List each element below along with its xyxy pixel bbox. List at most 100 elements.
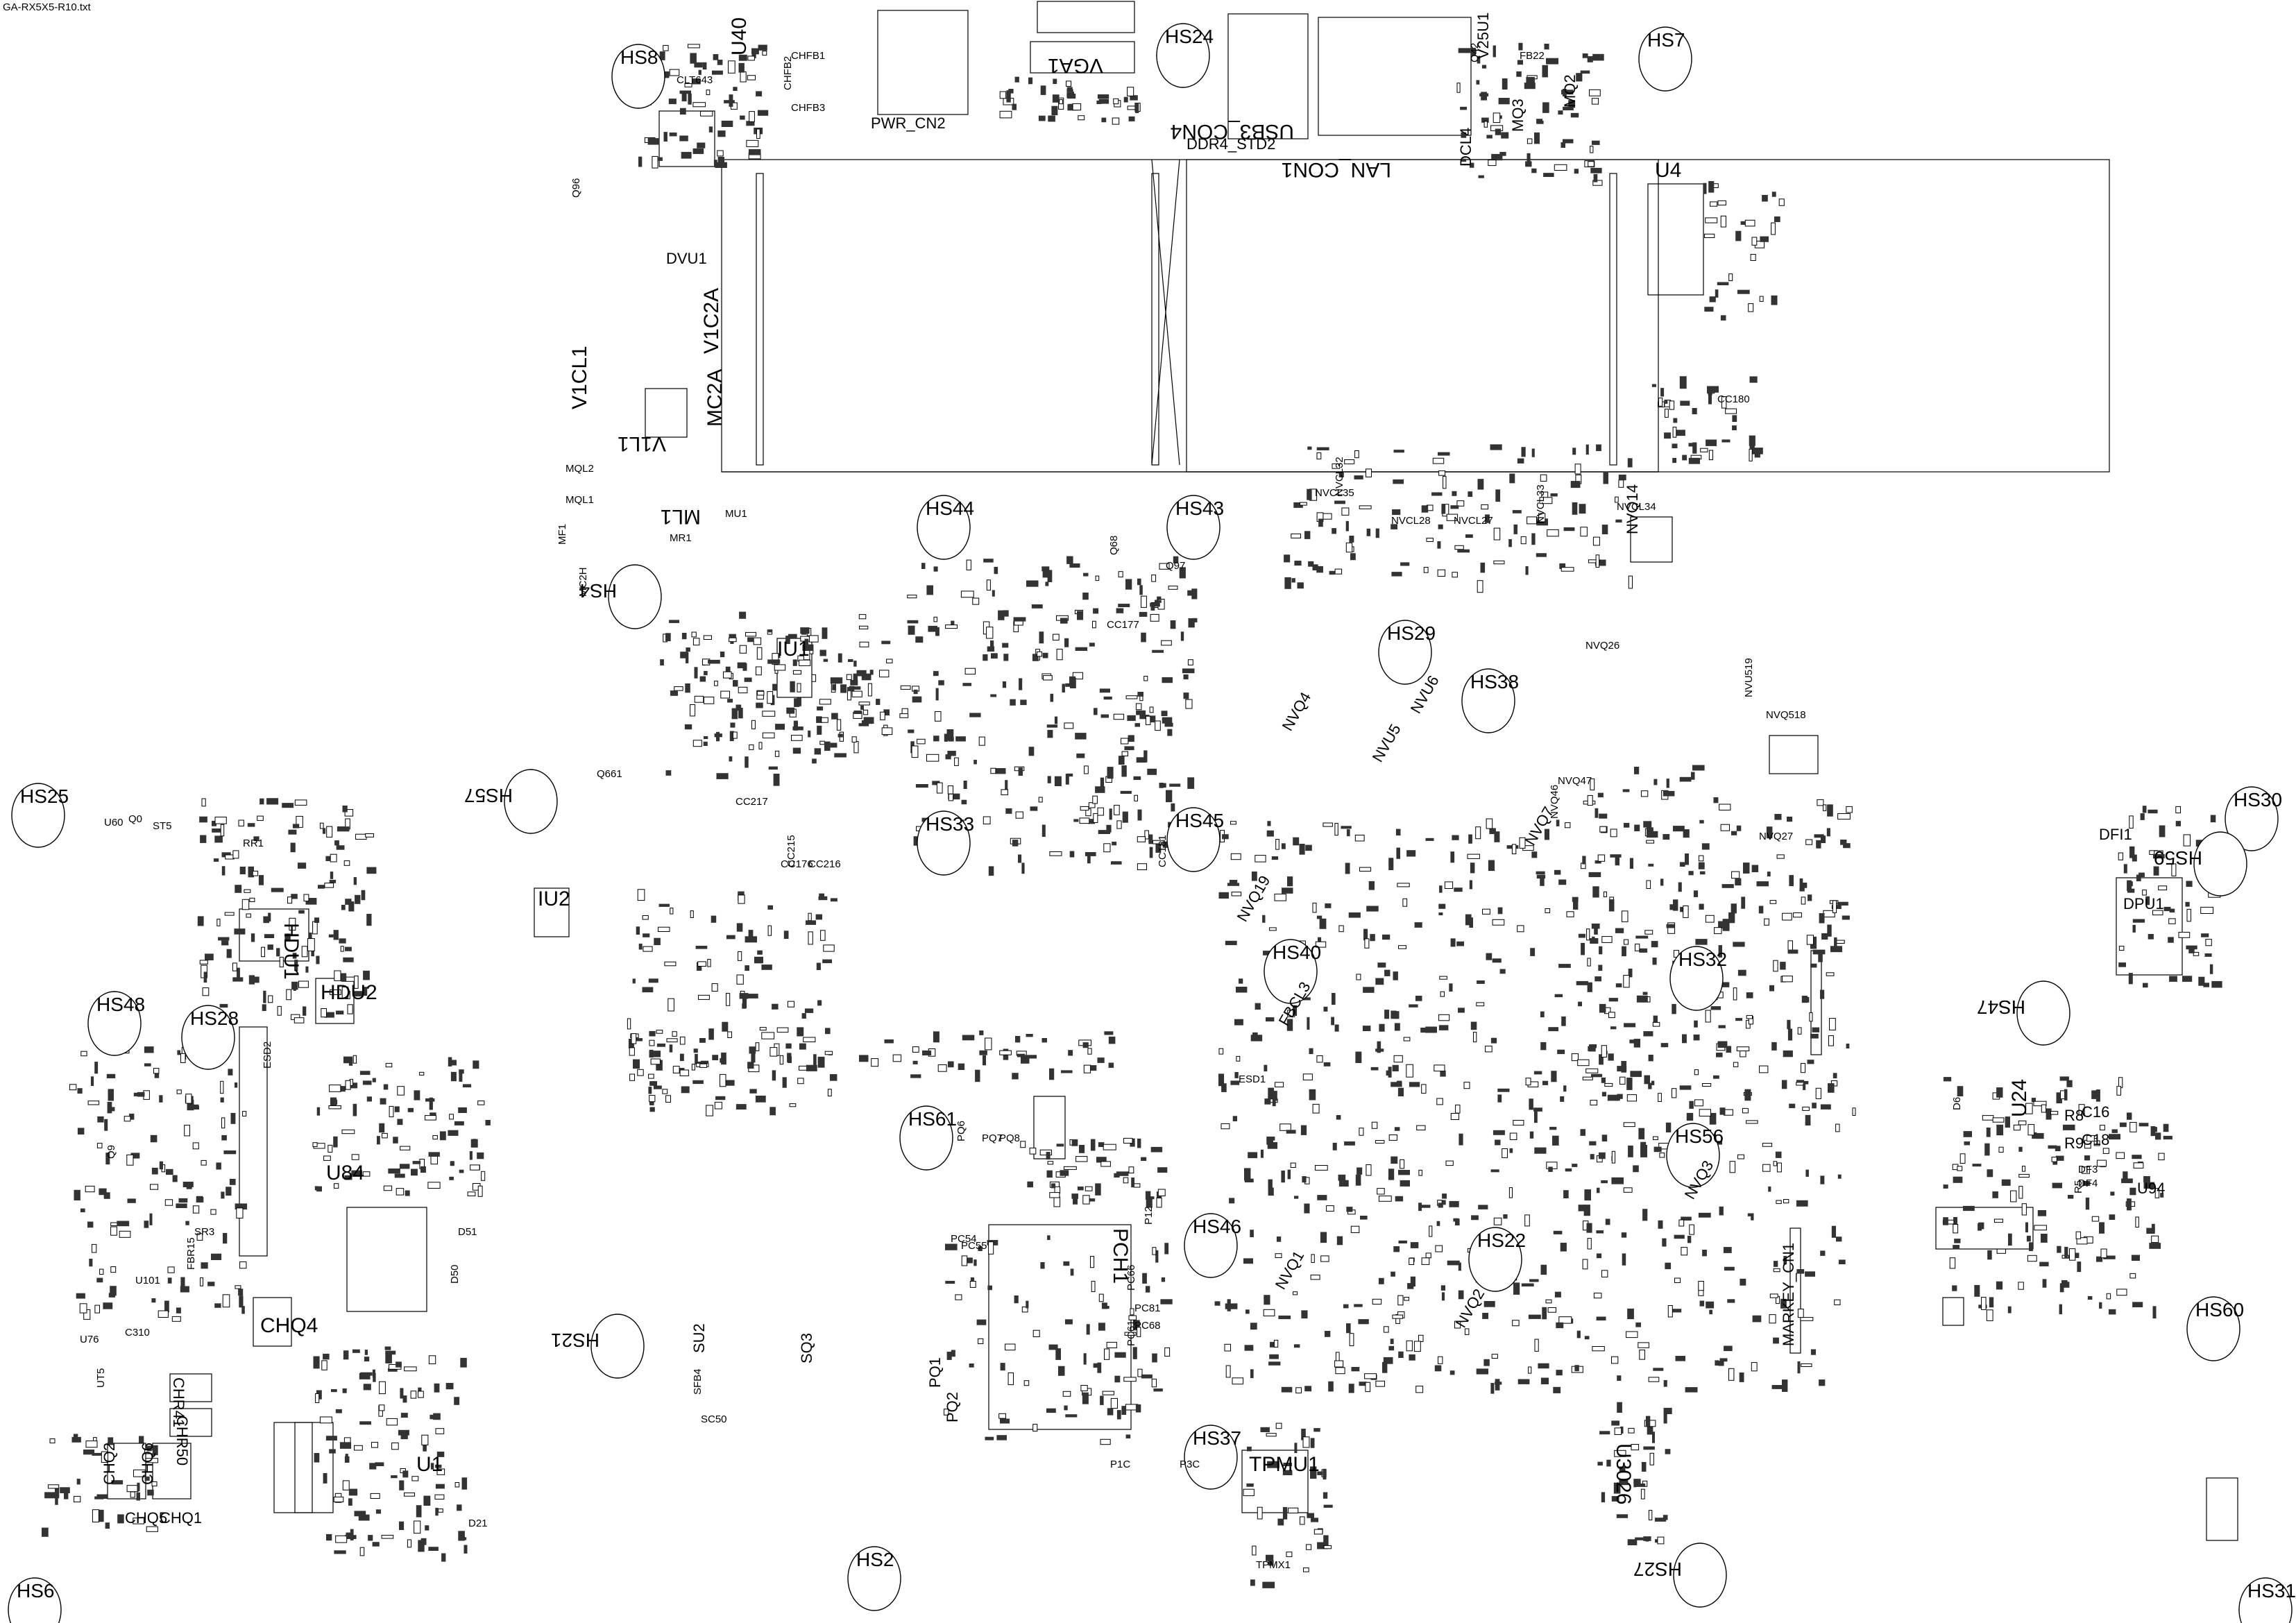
smd-pad xyxy=(2111,1129,2118,1133)
smd-pad xyxy=(690,704,696,717)
smd-pad xyxy=(1728,1368,1735,1381)
smd-pad xyxy=(1054,716,1058,724)
smd-pad xyxy=(1485,514,1490,523)
component-designator: MR1 xyxy=(670,532,692,544)
smd-pad xyxy=(1073,1196,1078,1205)
smd-pad xyxy=(359,1547,365,1556)
smd-pad xyxy=(1617,1066,1627,1072)
smd-pad xyxy=(700,110,713,117)
smd-pad xyxy=(420,1538,427,1545)
smd-pad xyxy=(827,1089,832,1097)
smd-pad xyxy=(1098,99,1109,104)
smd-pad xyxy=(988,1241,994,1255)
smd-pad xyxy=(1315,1165,1328,1171)
smd-pad xyxy=(1465,534,1473,538)
smd-pad xyxy=(1735,230,1742,241)
smd-pad xyxy=(1082,1392,1089,1404)
smd-pad xyxy=(1476,1002,1485,1007)
smd-pad xyxy=(814,748,822,755)
smd-pad xyxy=(1651,941,1658,948)
smd-pad xyxy=(2140,813,2145,820)
smd-pad xyxy=(1671,1309,1682,1313)
smd-pad xyxy=(2005,1116,2010,1128)
smd-pad xyxy=(1236,1055,1241,1062)
smd-pad xyxy=(1282,1506,1288,1520)
smd-pad xyxy=(159,1161,163,1170)
smd-pad xyxy=(1065,774,1069,785)
component-designator: U60 xyxy=(104,817,124,829)
smd-pad xyxy=(250,933,255,942)
smd-pad xyxy=(1769,1293,1778,1298)
smd-pad xyxy=(1013,617,1026,622)
smd-pad xyxy=(1118,571,1123,578)
smd-pad xyxy=(1316,1055,1323,1063)
smd-pad xyxy=(1088,819,1095,824)
smd-pad xyxy=(703,741,708,746)
smd-pad xyxy=(1611,1177,1624,1184)
smd-pad xyxy=(822,627,828,639)
smd-pad xyxy=(1652,958,1657,965)
smd-pad xyxy=(1557,1049,1565,1055)
smd-pad xyxy=(342,1480,350,1490)
smd-pad xyxy=(314,917,320,923)
smd-pad xyxy=(1803,1083,1806,1090)
smd-pad xyxy=(1679,376,1687,389)
smd-pad xyxy=(399,1164,410,1169)
smd-pad xyxy=(1168,586,1178,590)
smd-pad xyxy=(1286,1019,1293,1031)
smd-pad xyxy=(2132,924,2136,933)
smd-pad xyxy=(772,683,778,691)
component-outline xyxy=(1942,1297,1964,1326)
smd-pad xyxy=(983,559,994,563)
smd-pad xyxy=(1566,911,1574,917)
smd-pad xyxy=(1501,132,1509,139)
smd-pad xyxy=(1588,559,1600,563)
smd-pad xyxy=(226,949,232,958)
smd-pad xyxy=(1639,948,1648,953)
smd-pad xyxy=(1640,790,1649,797)
smd-pad xyxy=(1319,918,1327,929)
smd-pad xyxy=(1236,987,1248,993)
component-designator: MQL1 xyxy=(566,494,594,506)
smd-pad xyxy=(1470,863,1475,874)
mounting-hole-label: HS61 xyxy=(908,1108,957,1130)
smd-pad xyxy=(1527,153,1531,164)
smd-pad xyxy=(92,1243,97,1253)
component-designator: CHR50 xyxy=(173,1416,191,1465)
smd-pad xyxy=(797,1027,804,1037)
smd-pad xyxy=(1733,1062,1739,1067)
smd-pad xyxy=(708,659,720,664)
smd-pad xyxy=(1394,1011,1400,1019)
mounting-hole xyxy=(1461,668,1515,733)
smd-pad xyxy=(1561,567,1574,572)
smd-pad xyxy=(788,634,797,639)
smd-pad xyxy=(720,690,731,699)
smd-pad xyxy=(1647,827,1653,838)
smd-pad xyxy=(1146,1198,1153,1208)
smd-pad xyxy=(1663,1380,1667,1387)
smd-pad xyxy=(1774,1261,1778,1267)
smd-pad xyxy=(1527,516,1538,525)
smd-pad xyxy=(915,636,924,643)
smd-pad xyxy=(470,1164,480,1171)
smd-pad xyxy=(362,1171,371,1177)
smd-pad xyxy=(900,685,911,690)
smd-pad xyxy=(400,1388,404,1399)
smd-pad xyxy=(1058,1366,1065,1376)
smd-pad xyxy=(429,1097,433,1110)
smd-pad xyxy=(1266,1554,1274,1561)
smd-pad xyxy=(1293,1291,1298,1295)
smd-pad xyxy=(1702,1083,1712,1087)
smd-pad xyxy=(1457,549,1470,553)
smd-pad xyxy=(913,836,919,846)
mounting-hole-label: HS21 xyxy=(551,1329,599,1351)
smd-pad xyxy=(1397,1087,1404,1096)
smd-pad xyxy=(1493,112,1501,124)
smd-pad xyxy=(768,629,773,633)
smd-pad xyxy=(1221,1083,1227,1092)
smd-pad xyxy=(1248,1152,1258,1159)
smd-pad xyxy=(1317,1195,1327,1200)
smd-pad xyxy=(1673,826,1685,832)
smd-pad xyxy=(1706,1301,1715,1309)
smd-pad xyxy=(1443,475,1447,489)
